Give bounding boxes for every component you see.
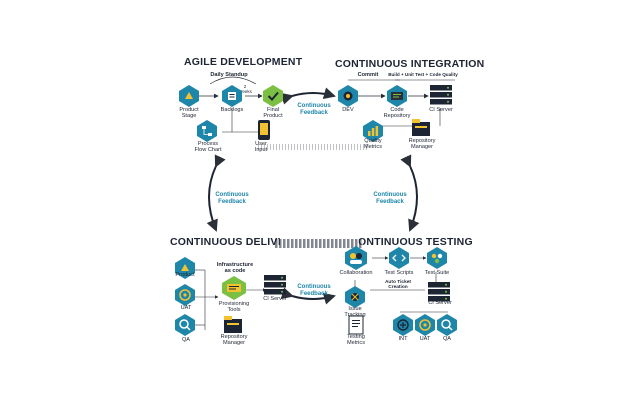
product-stage-label: Product Stage	[179, 107, 199, 120]
test-scripts-icon	[389, 247, 409, 269]
feedback-top-arrow	[280, 87, 336, 105]
feedback-left-arrow	[206, 154, 226, 232]
process-flow-chart-label: Process Flow Chart	[194, 141, 222, 154]
quality-metrics-icon	[363, 120, 383, 142]
blur-strip	[258, 144, 368, 150]
provisioning-tools-label: Provisioning Tools	[218, 301, 250, 314]
final-product-label: Final Product	[263, 107, 283, 120]
test-suite-label: Test Suite	[424, 270, 450, 276]
final-product-icon	[263, 85, 283, 107]
cd-qa-icon	[175, 314, 195, 336]
collaboration-label: Collaboration	[339, 270, 373, 276]
issue-tracking-icon	[345, 286, 365, 308]
ct-int-icon	[393, 314, 413, 336]
testing-metrics-icon	[348, 315, 364, 335]
build-label: Build + Unit Test + Code Quality	[388, 72, 458, 77]
quality-metrics-label: Quality Metrics	[363, 138, 383, 151]
ci-repository-manager-icon	[412, 119, 430, 136]
feedback-label-right: Continuous Feedback	[373, 192, 407, 205]
code-repository-icon	[387, 85, 407, 107]
cd-uat-icon	[175, 284, 195, 306]
ct-qa-label: QA	[442, 336, 452, 342]
ci-server-icon	[430, 85, 452, 105]
ct-uat-label: UAT	[419, 336, 431, 342]
cd-uat-label: UAT	[180, 305, 192, 311]
ct-ci-server-label: CI Server	[428, 300, 452, 306]
ct-uat-icon	[415, 314, 435, 336]
title-agile-development: AGILE DEVELOPMENT	[184, 56, 303, 68]
infrastructure-as-code-label: Infrastructure as code	[216, 262, 254, 275]
ci-server-label: CI Server	[429, 107, 453, 113]
title-continuous-integration: CONTINUOUS INTEGRATION	[335, 58, 485, 70]
test-scripts-label: Test Scripts	[384, 270, 414, 276]
dev-icon	[338, 85, 358, 107]
backlogs-label: Backlogs	[220, 107, 244, 113]
testing-metrics-label: Testing Metrics	[346, 334, 366, 347]
feedback-right-arrow	[400, 154, 420, 232]
auto-ticket-creation-label: Auto Ticket Creation	[384, 280, 412, 291]
commit-label: Commit	[357, 72, 379, 78]
dev-label: DEV	[342, 107, 354, 113]
cd-qa-label: QA	[181, 337, 191, 343]
feedback-label-bottom: Continuous Feedback	[297, 284, 331, 297]
cd-ci-server-label: CI Server	[263, 296, 287, 302]
weeks-label: 2 Weeks	[238, 84, 252, 94]
feedback-bottom-arrow	[280, 287, 336, 305]
cd-repository-manager-icon	[224, 316, 242, 333]
cd-ci-server-icon	[264, 275, 286, 295]
issue-tracking-label: Issue Tracking	[344, 306, 366, 319]
title-continuous-delivery: CONTINUOUS DELIVI	[170, 236, 281, 248]
backlogs-icon	[222, 85, 242, 107]
standup-loop	[209, 76, 257, 85]
title-continuous-testing: ONTINUOUS TESTING	[358, 236, 473, 248]
ct-int-label: INT	[398, 336, 408, 342]
title-overlap-blur	[275, 239, 363, 248]
process-flow-chart-icon	[197, 120, 217, 142]
cd-repository-manager-label: Repository Manager	[220, 334, 248, 347]
ci-repository-manager-label: Repository Manager	[408, 138, 436, 151]
product-stage-icon	[179, 85, 199, 107]
test-suite-icon	[427, 247, 447, 269]
product-icon	[175, 257, 195, 279]
daily-standup-label: Daily Standup	[210, 72, 248, 78]
user-input-icon	[258, 120, 270, 140]
cd-product-label: Product	[175, 272, 195, 278]
user-input-label: User Input	[254, 141, 268, 154]
ct-ci-server-icon	[428, 282, 450, 302]
feedback-label-left: Continuous Feedback	[215, 192, 249, 205]
feedback-label-top: Continuous Feedback	[297, 103, 331, 116]
provisioning-tools-icon	[222, 276, 246, 300]
ct-qa-icon	[437, 314, 457, 336]
collaboration-icon	[345, 246, 367, 270]
code-repository-label: Code Repository	[383, 107, 411, 120]
